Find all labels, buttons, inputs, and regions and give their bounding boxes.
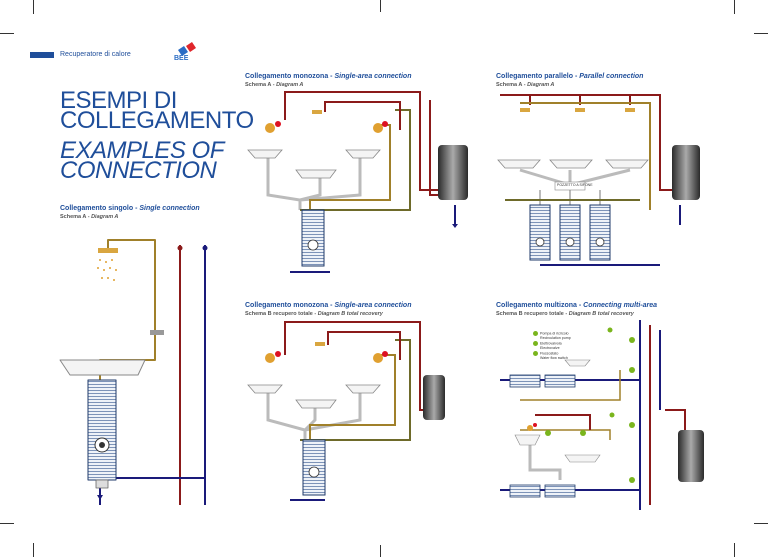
- diagram-multi: [500, 320, 704, 510]
- panel-single-title: Collegamento singolo - Single connection: [60, 205, 200, 212]
- diagram-single: [59, 239, 208, 505]
- diagram-mono-a: [247, 91, 468, 273]
- siphon-box-label: POZZETTO A SIFONE: [557, 183, 593, 187]
- crop-mark: [33, 0, 34, 14]
- diagram-mono-b: [247, 321, 445, 501]
- logo-text: BEE: [174, 55, 189, 62]
- crop-mark: [754, 33, 768, 34]
- title-it-line1: ESEMPI DI: [60, 87, 177, 114]
- panel-mono-a-title: Collegamento monozona - Single-area conn…: [245, 73, 412, 80]
- crop-mark: [754, 523, 768, 524]
- panel-mono-b-subtitle: Schema B recupero totale - Diagram B tot…: [245, 311, 383, 317]
- legend-dot-icon: [533, 341, 538, 347]
- panel-multi-subtitle: Schema B recupero totale - Diagram B tot…: [496, 311, 634, 317]
- panel-single-subtitle: Schema A - Diagram A: [60, 214, 119, 220]
- title-it-line2: COLLEGAMENTO: [60, 107, 254, 134]
- panel-mono-b-title: Collegamento monozona - Single-area conn…: [245, 302, 412, 309]
- section-label: Recuperatore di calore: [60, 51, 131, 58]
- header-accent-bar: [30, 52, 54, 58]
- panel-multi-title: Collegamento multizona - Connecting mult…: [496, 302, 658, 309]
- crop-mark: [734, 0, 735, 14]
- legend-dot-icon: [533, 351, 538, 357]
- panel-parallel-subtitle: Schema A - Diagram A: [496, 82, 555, 88]
- title-en-line2: CONNECTION: [60, 157, 217, 184]
- diagram-parallel: [497, 94, 700, 266]
- crop-mark: [33, 543, 34, 557]
- panel-parallel-title: Collegamento parallelo - Parallel connec…: [496, 73, 644, 80]
- legend-dot-icon: [533, 331, 538, 336]
- crop-mark: [0, 523, 14, 524]
- title-en-line1: EXAMPLES OF: [60, 137, 224, 164]
- crop-mark: [380, 0, 381, 12]
- crop-mark: [380, 545, 381, 557]
- crop-mark: [734, 543, 735, 557]
- panel-mono-a-subtitle: Schema A - Diagram A: [245, 82, 304, 88]
- bee-logo-icon: [178, 42, 196, 56]
- crop-mark: [0, 33, 14, 34]
